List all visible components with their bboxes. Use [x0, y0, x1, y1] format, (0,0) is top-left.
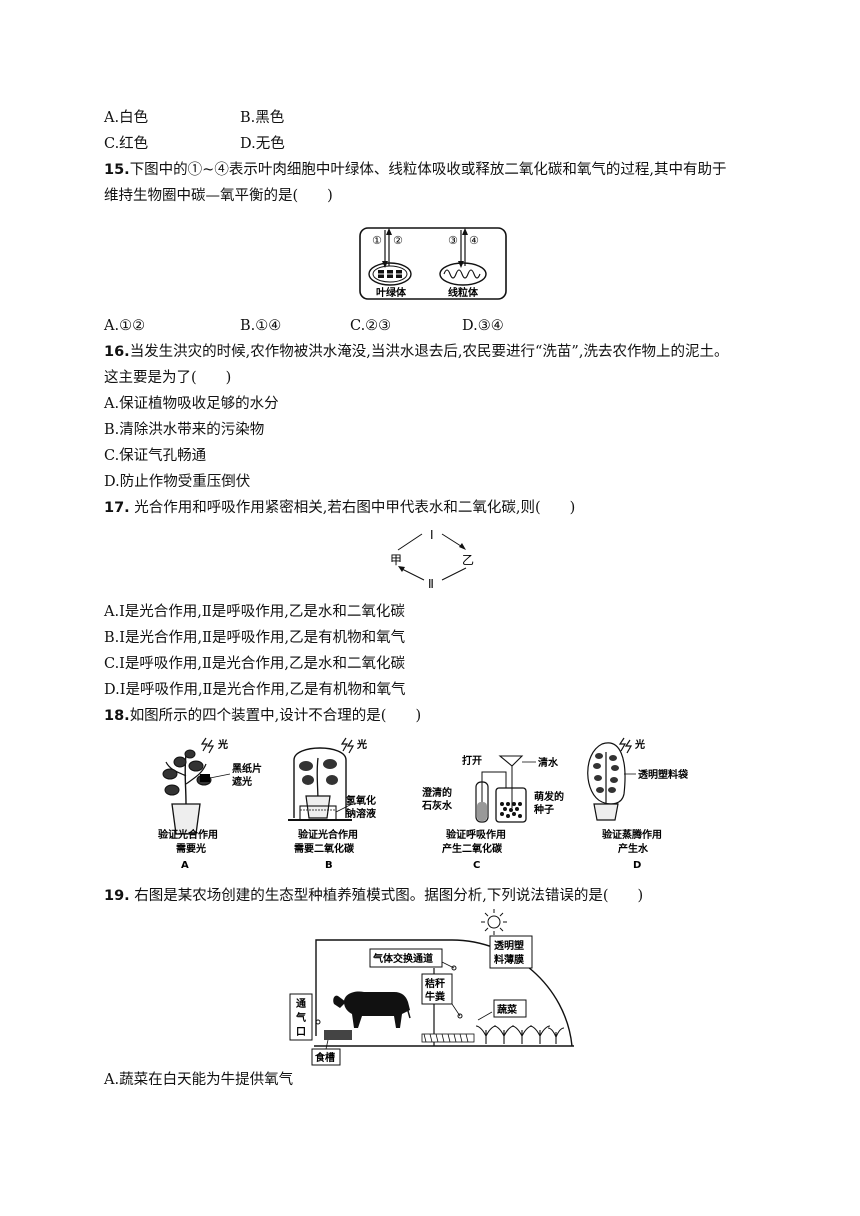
q18-b-note2: 钠溶液: [346, 807, 376, 820]
q15-number: 15.: [104, 162, 130, 178]
q17-option-b: B.Ⅰ是光合作用,Ⅱ是呼吸作用,乙是有机物和氧气: [104, 630, 406, 646]
q18-caption-a2: 需要光: [176, 842, 206, 855]
q18-caption-b2: 需要二氧化碳: [294, 842, 355, 855]
q17-stem: 17. 光合作用和呼吸作用紧密相关,若右图中甲代表水和二氧化碳,则( ): [104, 500, 576, 516]
q19-gas-channel: 气体交换通道: [372, 952, 433, 965]
q17-cycle-diagram: Ⅰ Ⅱ 甲 乙: [390, 528, 474, 590]
q16-option-d: D.防止作物受重压倒伏: [104, 474, 251, 490]
q18-device-b: 光 氢氧化 钠溶液 验证光合作用 需要二氧化碳 B: [288, 737, 376, 871]
cow-icon: [333, 991, 411, 1028]
q17-option-d: D.Ⅰ是呼吸作用,Ⅱ是光合作用,乙是有机物和氧气: [104, 682, 406, 698]
q19-film1: 透明塑: [494, 939, 524, 952]
q19-vegetable: 蔬菜: [497, 1003, 518, 1016]
q19-trough: 食槽: [314, 1051, 335, 1064]
sun-icon: [481, 909, 507, 935]
q14-option-d: D.无色: [240, 136, 285, 152]
mitochondrion-label: 线粒体: [448, 286, 479, 299]
q19-farm-diagram: 气体交换通道 透明塑 料薄膜 通 气 口 食槽 秸秆 牛粪 蔬菜: [289, 909, 574, 1066]
flowerpot: [171, 803, 201, 835]
q18-caption-d2: 产生水: [618, 842, 649, 855]
q19-vent1: 通: [296, 998, 306, 1010]
q15-label-1: ①: [372, 234, 382, 247]
q18-caption-c1: 验证呼吸作用: [446, 828, 506, 841]
q19-film2: 料薄膜: [494, 953, 524, 966]
q18-number: 18.: [104, 708, 130, 724]
q18-label-c: C: [473, 860, 480, 871]
q18-c-open: 打开: [462, 754, 482, 767]
q18-caption-a1: 验证光合作用: [158, 828, 218, 841]
q18-apparatus-figure: 光 黑纸片 遮光 验证光合作用 需要光 A 光: [158, 737, 689, 871]
q18-d-light: 光: [634, 738, 645, 751]
q18-caption-c2: 产生二氧化碳: [442, 842, 503, 855]
feed-trough: [324, 1030, 352, 1040]
q18-stem: 18.如图所示的四个装置中,设计不合理的是( ): [104, 708, 422, 724]
plastic-film-roof: [451, 939, 573, 1047]
q17-label-bottom: Ⅱ: [428, 577, 434, 590]
q16-stem-line1: 16.当发生洪灾的时候,农作物被洪水淹没,当洪水退去后,农民要进行“洗苗”,洗去…: [104, 344, 729, 360]
mitochondrion-shape: [439, 262, 487, 286]
vegetable-plants: [475, 1025, 565, 1044]
q18-a-note1: 黑纸片: [232, 762, 262, 775]
q16-option-c: C.保证气孔畅通: [104, 448, 207, 464]
q15-option-b: B.①④: [240, 318, 282, 334]
q15-option-c: C.②③: [350, 318, 392, 334]
q17-label-right: 乙: [462, 553, 474, 567]
q18-device-d: 光 透明塑料袋 验证蒸腾作用 产生水 D: [587, 737, 689, 871]
q18-label-b: B: [325, 860, 333, 871]
q19-straw1: 秸秆: [425, 977, 445, 990]
q18-caption-b1: 验证光合作用: [298, 828, 358, 841]
q18-label-d: D: [633, 860, 641, 871]
q14-option-b: B.黑色: [240, 110, 285, 126]
q16-number: 16.: [104, 344, 130, 360]
q15-stem-line1: 15.下图中的①~④表示叶肉细胞中叶绿体、线粒体吸收或释放二氧化碳和氧气的过程,…: [104, 162, 727, 178]
q14-option-a: A.白色: [104, 110, 149, 126]
lightning-icon: [200, 737, 209, 752]
q18-label-a: A: [181, 860, 189, 871]
test-tube: [475, 781, 489, 823]
chloroplast-label: 叶绿体: [376, 286, 407, 299]
q17-option-c: C.Ⅰ是呼吸作用,Ⅱ是光合作用,乙是水和二氧化碳: [104, 656, 405, 672]
q16-option-b: B.清除洪水带来的污染物: [104, 422, 265, 438]
q18-a-note2: 遮光: [232, 775, 252, 788]
q17-option-a: A.Ⅰ是光合作用,Ⅱ是呼吸作用,乙是水和二氧化碳: [104, 604, 405, 620]
q18-caption-d1: 验证蒸腾作用: [602, 828, 662, 841]
q18-c-seed1: 萌发的: [534, 790, 564, 803]
q15-label-2: ②: [393, 234, 403, 247]
q15-label-3: ③: [448, 234, 458, 247]
q17-number: 17.: [104, 500, 130, 516]
q17-label-left: 甲: [390, 553, 402, 567]
bell-jar: [293, 747, 347, 818]
q19-number: 19.: [104, 888, 130, 904]
q15-stem-line2: 维持生物圈中碳—氧平衡的是( ): [104, 188, 333, 204]
q19-stem: 19. 右图是某农场创建的生态型种植养殖模式图。据图分析,下列说法错误的是( ): [104, 888, 644, 904]
seed-bottle: [495, 787, 527, 823]
q17-label-top: Ⅰ: [430, 528, 434, 542]
q16-stem-line2: 这主要是为了( ): [104, 370, 232, 386]
funnel: [498, 755, 524, 767]
q19-vent3: 口: [296, 1027, 306, 1038]
q18-c-water: 清水: [538, 756, 559, 769]
q18-d-bag: 透明塑料袋: [638, 768, 689, 781]
q18-device-c: 打开 清水 澄清的 石灰水 萌发的 种子 验证呼吸作用 产生二氧化碳 C: [421, 754, 564, 871]
q18-c-seed2: 种子: [533, 803, 554, 816]
q16-option-a: A.保证植物吸收足够的水分: [104, 396, 279, 412]
q15-option-a: A.①②: [104, 318, 146, 334]
q15-label-4: ④: [469, 234, 479, 247]
plastic-bag: [587, 742, 626, 805]
q14-option-c: C.红色: [104, 136, 149, 152]
q18-b-light: 光: [356, 738, 367, 751]
q18-device-a: 光 黑纸片 遮光 验证光合作用 需要光 A: [158, 737, 262, 871]
q18-c-lime1: 澄清的: [422, 786, 452, 799]
q15-organelle-figure: ① ② ③ ④ 叶绿体 线粒体: [359, 227, 507, 300]
q19-option-a: A.蔬菜在白天能为牛提供氧气: [104, 1072, 294, 1088]
q18-a-light: 光: [217, 738, 228, 751]
q15-option-d: D.③④: [462, 318, 504, 334]
q19-vent2: 气: [295, 1011, 306, 1024]
q18-c-lime2: 石灰水: [421, 799, 453, 812]
q18-b-note1: 氢氧化: [346, 794, 376, 807]
greenhouse-wall: [315, 939, 452, 1036]
chloroplast-shape: [368, 262, 412, 286]
q19-straw2: 牛粪: [425, 990, 445, 1003]
